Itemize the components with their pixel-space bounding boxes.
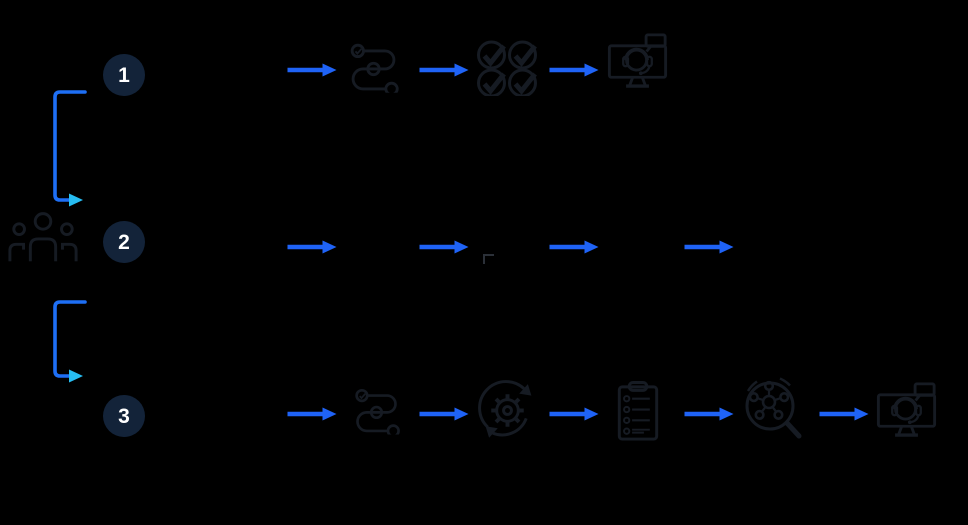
connector-arrowhead-icon: [69, 193, 83, 207]
step-number: 3: [118, 404, 130, 428]
network-magnifier-icon: [742, 375, 806, 445]
connector-step1-to-actor: [53, 90, 87, 207]
journey-route-icon: [345, 42, 402, 94]
flow-arrow-icon: [684, 240, 734, 254]
gear-cycle-icon: [476, 376, 539, 443]
flow-arrow-icon: [419, 63, 469, 77]
support-monitor-icon: [607, 33, 668, 91]
step-number: 1: [118, 63, 130, 87]
flow-arrow-icon: [419, 407, 469, 421]
flow-arrow-icon: [287, 240, 337, 254]
step-number: 2: [118, 230, 130, 254]
flow-arrow-icon: [819, 407, 869, 421]
connector-arrowhead-icon: [69, 369, 83, 383]
flow-arrow-icon: [287, 407, 337, 421]
clipboard-checklist-icon: [615, 381, 661, 442]
checkmarks-grid-icon: [477, 39, 537, 96]
flow-arrow-icon: [419, 240, 469, 254]
step-circle-3: 3: [103, 395, 145, 437]
flow-arrow-icon: [287, 63, 337, 77]
corner-mark: [483, 254, 494, 264]
step-circle-1: 1: [103, 54, 145, 96]
flow-arrow-icon: [684, 407, 734, 421]
team-people-icon: [6, 210, 80, 262]
step-circle-2: 2: [103, 221, 145, 263]
support-monitor-icon: [876, 382, 937, 440]
connector-actor-to-step3: [53, 300, 87, 383]
flow-arrow-icon: [549, 407, 599, 421]
flow-arrow-icon: [549, 63, 599, 77]
flow-arrow-icon: [549, 240, 599, 254]
journey-route-icon: [350, 387, 403, 436]
